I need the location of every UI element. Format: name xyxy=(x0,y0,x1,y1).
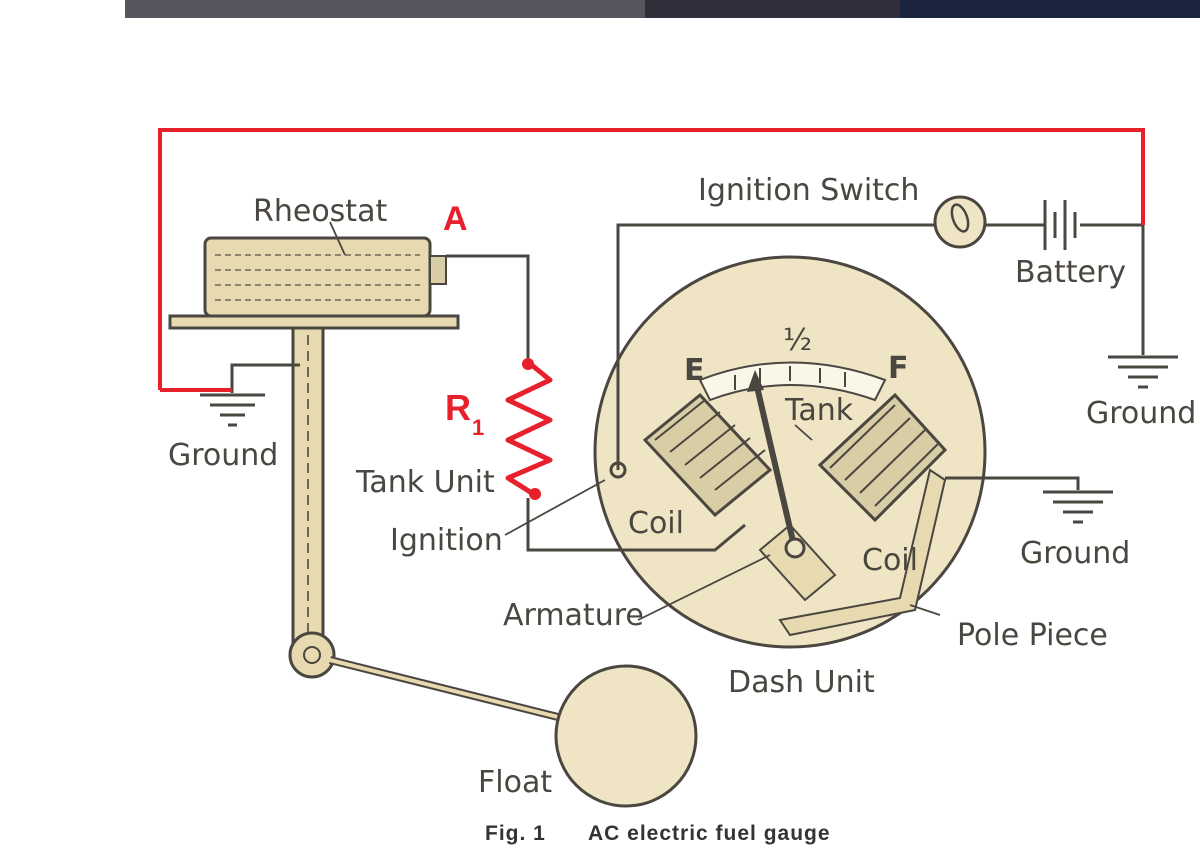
battery-symbol xyxy=(1043,200,1077,250)
coil-right-body xyxy=(817,392,948,523)
label-coil-right: Coil xyxy=(862,543,918,578)
label-ground-right-mid: Ground xyxy=(1020,536,1130,571)
float-ball xyxy=(554,664,698,808)
label-pole-piece: Pole Piece xyxy=(957,618,1108,653)
label-rheostat: Rheostat xyxy=(253,194,387,229)
resistor-r1-zigzag xyxy=(505,360,553,498)
label-ignition: Ignition xyxy=(390,523,503,558)
label-float: Float xyxy=(478,765,552,800)
label-tank-unit: Tank Unit xyxy=(355,465,495,500)
rheostat-housing xyxy=(168,236,460,330)
label-armature: Armature xyxy=(503,598,644,633)
label-coil-left: Coil xyxy=(628,506,684,541)
gauge-needle xyxy=(752,377,798,551)
gauge-mark-half: ½ xyxy=(783,323,812,358)
figure-number: Fig. 1 xyxy=(485,822,546,845)
dash-unit xyxy=(593,255,987,649)
leader-lines xyxy=(329,221,941,621)
wiring xyxy=(230,223,1145,552)
annotation-resistor-r: R xyxy=(445,387,471,428)
label-dash-unit: Dash Unit xyxy=(728,665,875,700)
figure-caption: AC electric fuel gauge xyxy=(588,822,831,845)
ground-symbol-right-mid xyxy=(1043,490,1113,524)
ground-symbol-right-top xyxy=(1108,355,1178,389)
label-ignition-switch: Ignition Switch xyxy=(698,173,919,208)
label-battery: Battery xyxy=(1015,255,1126,290)
annotation-point-a: A xyxy=(443,200,468,238)
pole-piece xyxy=(778,468,947,637)
coil-left-body xyxy=(642,392,773,518)
label-ground-left: Ground xyxy=(168,438,278,473)
label-tank: Tank xyxy=(784,393,854,428)
annotation-resistor-sub: 1 xyxy=(472,415,484,440)
ignition-switch-symbol xyxy=(933,195,987,249)
label-ground-right-top: Ground xyxy=(1086,396,1196,431)
gauge-mark-full: F xyxy=(888,351,909,386)
red-annotation-loop xyxy=(158,128,1145,392)
top-photo-strip xyxy=(125,0,1200,18)
gauge-mark-empty: E xyxy=(684,353,705,388)
armature xyxy=(758,523,837,602)
ground-symbol-left xyxy=(200,393,265,427)
